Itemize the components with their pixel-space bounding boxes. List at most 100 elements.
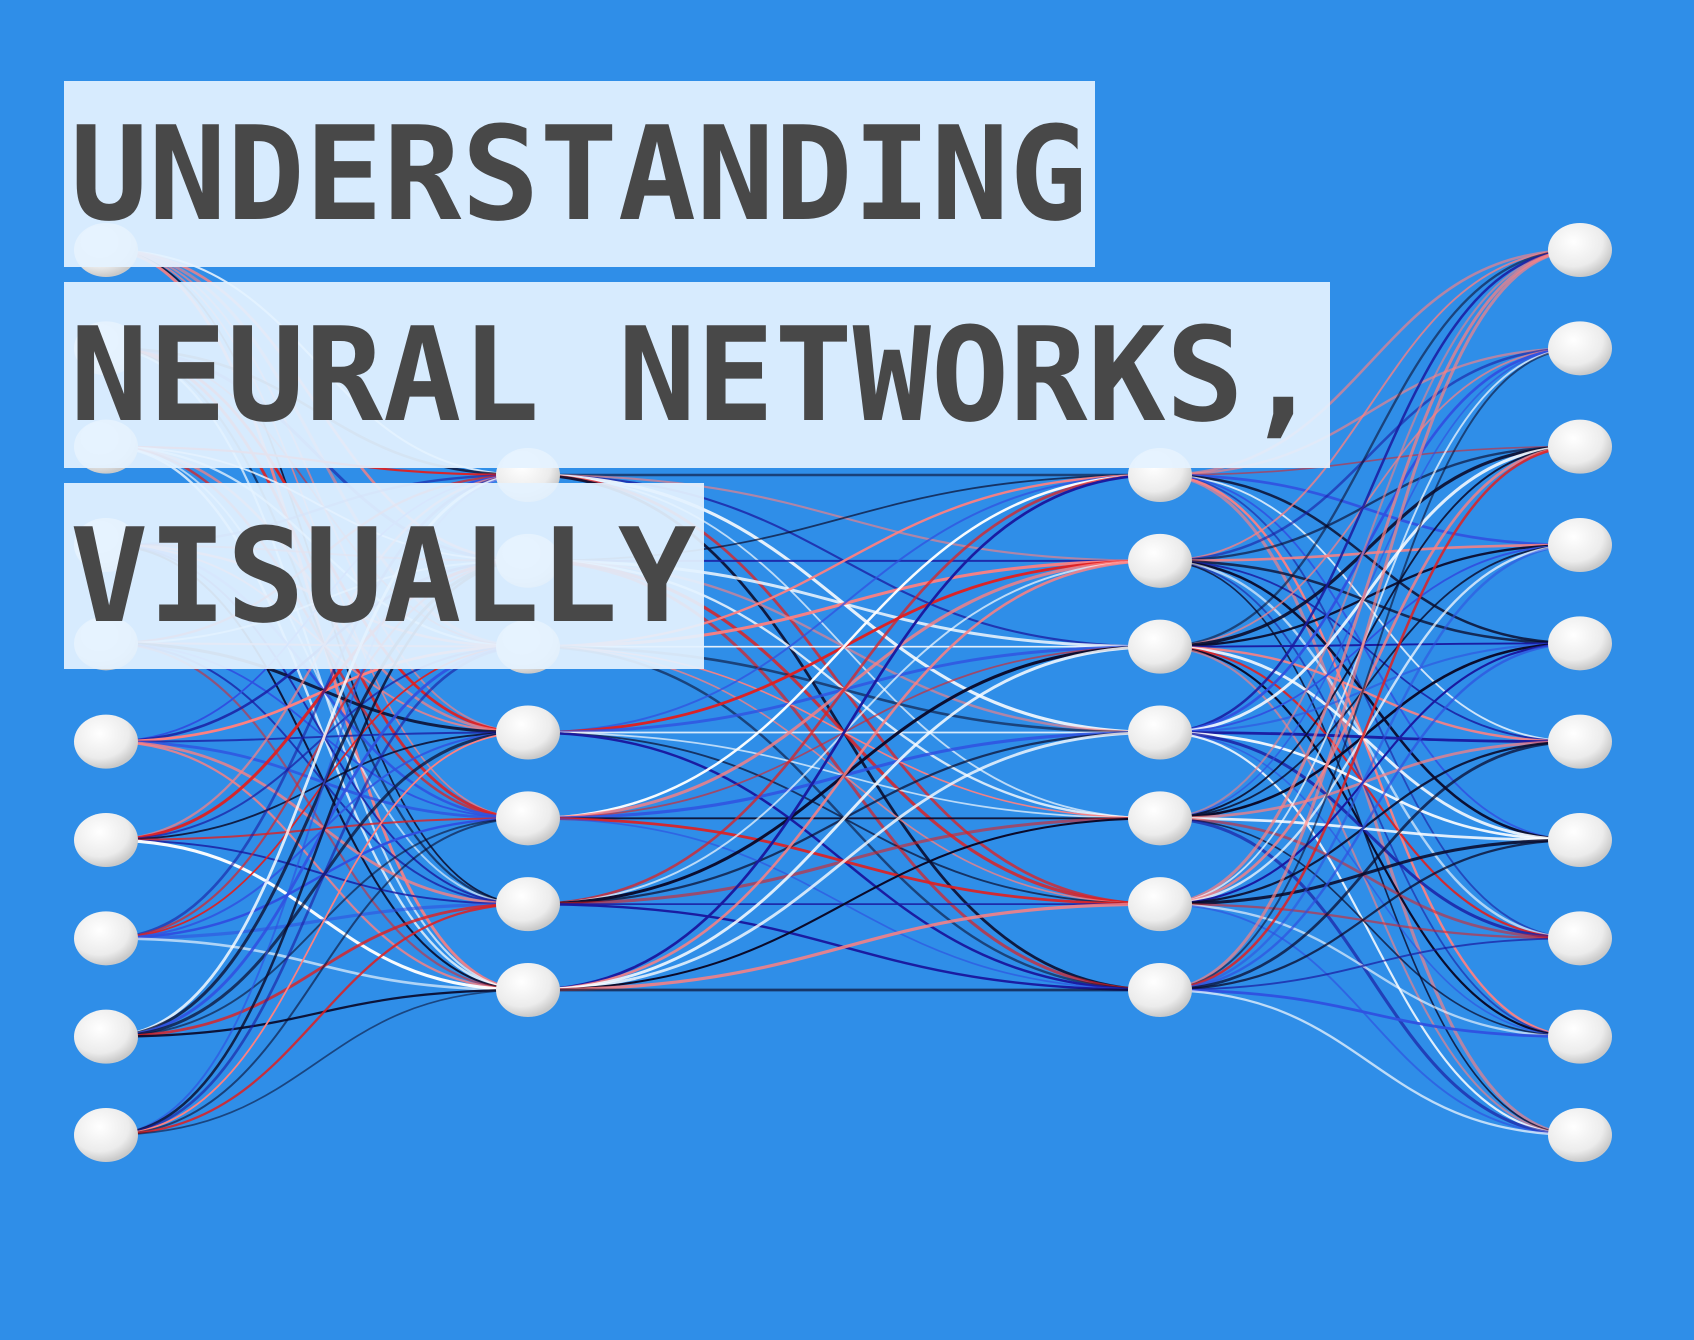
- edge-l2-n1-to-n5: [1159, 559, 1581, 743]
- edge-l2-n3-to-n1: [1159, 346, 1581, 734]
- edge-l2-n5-to-n8: [1159, 903, 1581, 1038]
- edge-l2-n6-to-n8: [1159, 988, 1581, 1039]
- edge-l2-n2-to-n8: [1159, 645, 1581, 1038]
- neuron-layer4-10: [1548, 1108, 1612, 1162]
- edge-l1-n6-to-n1: [527, 559, 1161, 992]
- edge-l2-n3-to-n4: [1159, 642, 1581, 734]
- edge-l1-n5-to-n0: [527, 473, 1161, 906]
- neuron-layer1-8: [74, 911, 138, 966]
- edge-l0-n9-to-n4: [105, 817, 529, 1137]
- neuron-layer1-9: [74, 1009, 138, 1064]
- neuron-layer3-5: [1128, 791, 1192, 846]
- neuron-layer2-4: [496, 705, 560, 760]
- neuron-layer3-6: [1128, 877, 1192, 932]
- edge-l2-n0-to-n8: [1159, 473, 1581, 1038]
- edge-l2-n2-to-n2: [1159, 445, 1581, 649]
- edge-l2-n5-to-n9: [1159, 903, 1581, 1136]
- edge-l0-n6-to-n6: [105, 838, 529, 992]
- edge-l2-n4-to-n9: [1159, 816, 1581, 1137]
- edge-l2-n4-to-n0: [1159, 248, 1581, 820]
- edge-l2-n2-to-n9: [1159, 645, 1581, 1137]
- neuron-layer4-9: [1548, 1009, 1612, 1064]
- edge-l2-n0-to-n1: [1159, 347, 1581, 477]
- edge-l0-n2-to-n5: [105, 445, 529, 906]
- edge-l1-n6-to-n4: [527, 817, 1161, 992]
- edge-l0-n9-to-n5: [105, 903, 529, 1137]
- edge-l0-n9-to-n3: [105, 731, 529, 1136]
- neuron-layer4-3: [1548, 419, 1612, 474]
- edge-l2-n4-to-n3: [1159, 544, 1581, 820]
- edge-l2-n1-to-n2: [1159, 445, 1581, 562]
- edge-l2-n2-to-n6: [1159, 645, 1581, 842]
- edge-l2-n5-to-n3: [1159, 543, 1581, 906]
- neuron-layer3-3: [1128, 619, 1192, 674]
- edge-l2-n3-to-n6: [1159, 731, 1581, 842]
- edge-l0-n6-to-n5: [105, 839, 529, 906]
- edge-l0-n6-to-n4: [105, 817, 529, 841]
- edge-l2-n1-to-n3: [1159, 543, 1581, 563]
- edge-l2-n4-to-n5: [1159, 740, 1581, 820]
- edge-l2-n5-to-n0: [1159, 248, 1581, 906]
- edge-l0-n7-to-n5: [105, 902, 529, 940]
- edge-l0-n9-to-n2: [105, 645, 529, 1137]
- edge-l2-n0-to-n9: [1159, 473, 1581, 1137]
- edge-l2-n2-to-n5: [1159, 645, 1581, 743]
- neuron-layer4-8: [1548, 911, 1612, 966]
- edge-l2-n5-to-n5: [1159, 740, 1581, 906]
- edge-l0-n8-to-n3: [105, 730, 529, 1039]
- edge-l1-n3-to-n0: [527, 474, 1161, 734]
- edge-l2-n6-to-n1: [1159, 347, 1581, 991]
- neuron-layer4-7: [1548, 813, 1612, 867]
- edge-l0-n5-to-n5: [105, 740, 529, 906]
- edge-l2-n3-to-n9: [1159, 731, 1581, 1137]
- title-line-2: NEURAL NETWORKS,: [64, 282, 1331, 468]
- edge-l2-n5-to-n7: [1159, 903, 1581, 940]
- edge-l1-n6-to-n3: [527, 731, 1161, 992]
- neuron-layer1-6: [74, 714, 138, 769]
- edge-l2-n5-to-n6: [1159, 838, 1581, 906]
- neuron-layer1-10: [74, 1108, 138, 1162]
- edge-l0-n5-to-n3: [105, 731, 529, 743]
- edge-l0-n5-to-n6: [105, 740, 529, 992]
- edge-l0-n2-to-n6: [105, 445, 529, 992]
- edge-l2-n3-to-n0: [1159, 248, 1581, 734]
- title-line-3: VISUALLY: [64, 483, 705, 669]
- edge-l2-n6-to-n9: [1159, 988, 1581, 1137]
- neuron-layer3-4: [1128, 705, 1192, 760]
- edge-l2-n2-to-n4: [1159, 642, 1581, 648]
- neuron-layer3-7: [1128, 963, 1192, 1017]
- neuron-layer4-5: [1548, 616, 1612, 671]
- edge-l2-n1-to-n7: [1159, 559, 1581, 940]
- edge-l2-n3-to-n5: [1159, 731, 1581, 744]
- edge-l2-n2-to-n7: [1159, 645, 1581, 940]
- edge-l2-n3-to-n8: [1159, 731, 1581, 1038]
- edge-l2-n1-to-n4: [1159, 559, 1581, 645]
- neuron-layer4-2: [1548, 321, 1612, 376]
- edge-l2-n6-to-n7: [1159, 937, 1581, 991]
- edge-l2-n4-to-n6: [1159, 816, 1581, 842]
- edge-l0-n9-to-n6: [105, 989, 529, 1136]
- edge-l2-n2-to-n0: [1159, 248, 1581, 648]
- edge-l2-n3-to-n2: [1159, 445, 1581, 734]
- edge-l2-n4-to-n4: [1159, 642, 1581, 820]
- neuron-layer2-7: [496, 963, 560, 1017]
- edge-l2-n6-to-n6: [1159, 838, 1581, 992]
- edge-l1-n4-to-n0: [527, 473, 1161, 820]
- edge-l2-n6-to-n5: [1159, 740, 1581, 992]
- edge-l2-n2-to-n1: [1159, 347, 1581, 648]
- edge-l1-n6-to-n0: [527, 473, 1161, 992]
- edge-l2-n0-to-n2: [1159, 445, 1581, 476]
- neuron-layer3-2: [1128, 533, 1192, 588]
- neurons: [74, 223, 1612, 1162]
- edge-l2-n6-to-n0: [1159, 248, 1581, 992]
- title-line-1: UNDERSTANDING: [64, 81, 1096, 267]
- edge-l2-n0-to-n3: [1159, 473, 1581, 547]
- edge-l2-n0-to-n4: [1159, 473, 1581, 645]
- neuron-layer4-1: [1548, 223, 1612, 277]
- edge-l2-n1-to-n9: [1159, 560, 1581, 1136]
- edge-l0-n8-to-n6: [105, 988, 529, 1038]
- edge-l0-n7-to-n4: [105, 817, 529, 940]
- neuron-layer1-7: [74, 813, 138, 867]
- edge-l2-n2-to-n3: [1159, 543, 1581, 648]
